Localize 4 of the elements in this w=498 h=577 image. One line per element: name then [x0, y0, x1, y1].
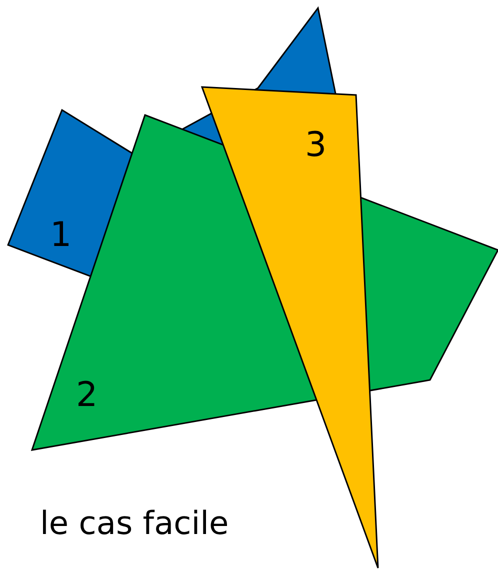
shape-number: 1	[50, 218, 72, 252]
shape-number: 3	[305, 128, 327, 162]
shape-number: 2	[76, 378, 98, 412]
caption-text: le cas facile	[40, 507, 229, 539]
